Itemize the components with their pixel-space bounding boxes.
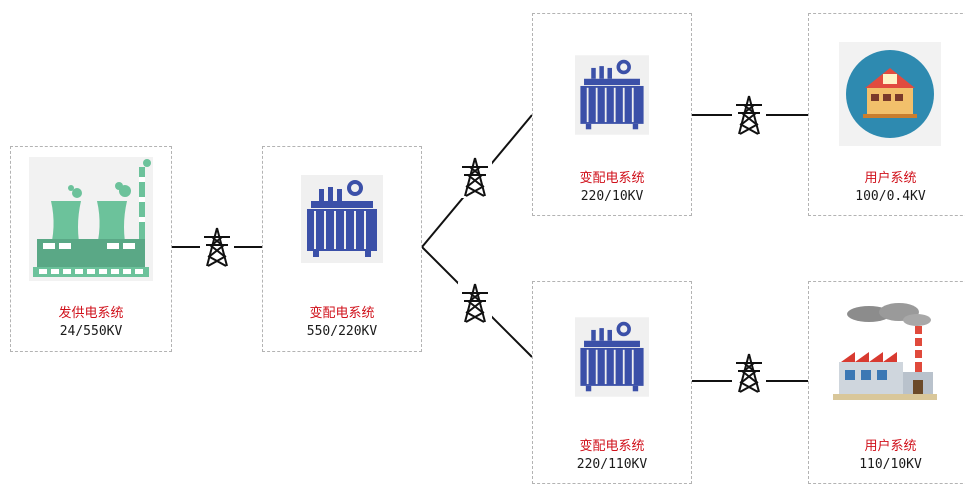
transformer-icon [575, 54, 649, 136]
node-voltage: 24/550KV [59, 324, 123, 339]
transformer-icon [301, 175, 383, 263]
node-voltage: 110/10KV [859, 457, 922, 472]
node-name: 变配电系统 [579, 439, 645, 454]
node-user-residential[interactable]: 用户系统 100/0.4KV [808, 13, 965, 216]
node-voltage: 220/10KV [580, 189, 644, 204]
power-plant-icon [29, 157, 153, 281]
transmission-tower-icon [458, 282, 492, 324]
node-name: 用户系统 [864, 439, 917, 454]
node-label: 变配电系统 220/10KV [533, 170, 691, 206]
transmission-tower-icon [732, 352, 766, 394]
node-name: 发供电系统 [58, 306, 124, 321]
node-generation[interactable]: 发供电系统 24/550KV [10, 146, 172, 352]
node-label: 用户系统 100/0.4KV [809, 170, 965, 206]
node-label: 发供电系统 24/550KV [11, 305, 171, 341]
node-label: 变配电系统 550/220KV [263, 305, 421, 341]
node-name: 变配电系统 [309, 306, 375, 321]
node-label: 用户系统 110/10KV [809, 438, 965, 474]
node-name: 用户系统 [864, 171, 917, 186]
node-voltage: 100/0.4KV [855, 189, 926, 204]
node-voltage: 550/220KV [306, 324, 378, 339]
transmission-tower-icon [732, 94, 766, 136]
node-label: 变配电系统 220/110KV [533, 438, 691, 474]
transformer-icon [575, 316, 649, 398]
node-user-industrial[interactable]: 用户系统 110/10KV [808, 281, 965, 484]
node-substation-top[interactable]: 变配电系统 220/10KV [532, 13, 692, 216]
transmission-tower-icon [200, 226, 234, 268]
node-voltage: 220/110KV [576, 457, 648, 472]
house-icon [839, 42, 941, 146]
node-substation-main[interactable]: 变配电系统 550/220KV [262, 146, 422, 352]
node-name: 变配电系统 [579, 171, 645, 186]
factory-icon [829, 300, 941, 408]
node-substation-bottom[interactable]: 变配电系统 220/110KV [532, 281, 692, 484]
transmission-tower-icon [458, 156, 492, 198]
